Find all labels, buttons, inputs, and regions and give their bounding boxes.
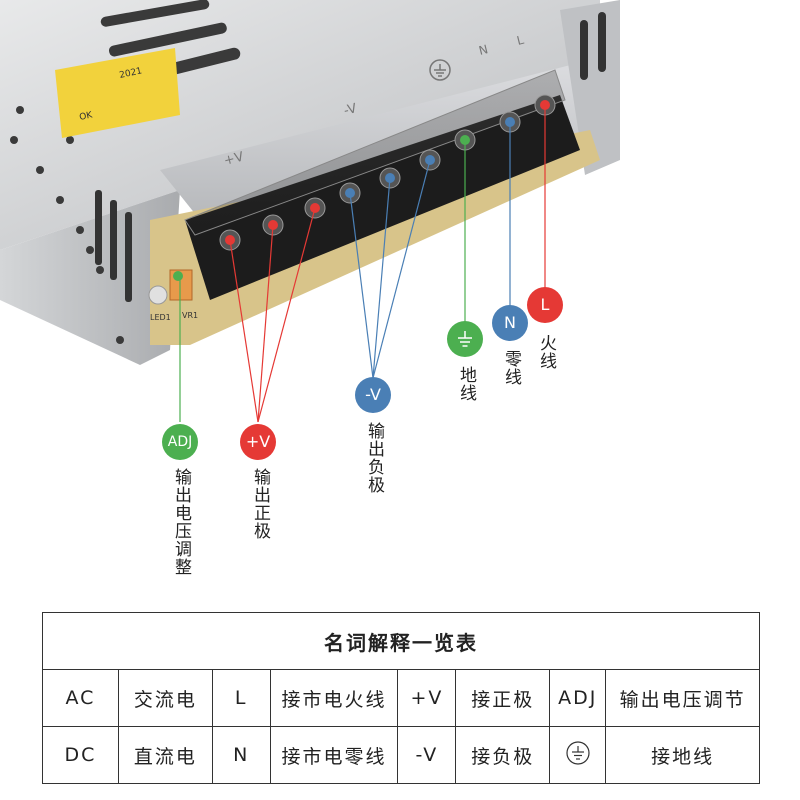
casing-label-n: N bbox=[477, 42, 489, 58]
ground-icon bbox=[458, 331, 472, 347]
table-cell: AC bbox=[42, 669, 119, 727]
table-row: AC 交流电 L 接市电火线 +V 接正极 ADJ 输出电压调节 bbox=[42, 669, 760, 727]
power-supply-illustration: 2021 OK +V -V N L LED1 VR1 bbox=[0, 0, 620, 423]
casing-label-plus-v: +V bbox=[222, 150, 245, 169]
glossary-table: 名词解释一览表 AC 交流电 L 接市电火线 +V 接正极 ADJ 输出电压调节… bbox=[42, 612, 760, 784]
table-cell: 接市电火线 bbox=[269, 669, 399, 727]
casing-ground-mark bbox=[429, 59, 451, 81]
table-title: 名词解释一览表 bbox=[42, 612, 760, 670]
sticker-ok: OK bbox=[79, 110, 95, 123]
label-minus-v: 输出负极 bbox=[364, 422, 384, 494]
table-row: DC 直流电 N 接市电零线 -V 接负极 接地线 bbox=[42, 726, 760, 784]
metal-casing: 2021 OK +V -V N L bbox=[0, 0, 620, 365]
ground-icon bbox=[566, 740, 590, 765]
table-cell: 接市电零线 bbox=[269, 726, 399, 784]
pcb-label-vr: VR1 bbox=[182, 311, 198, 320]
table-cell: DC bbox=[42, 726, 119, 784]
badge-adj: ADJ bbox=[162, 424, 198, 460]
table-cell: N bbox=[211, 726, 271, 784]
sticker-year: 2021 bbox=[119, 66, 143, 81]
casing-label-l: L bbox=[515, 33, 525, 48]
label-adj: 输出电压调整 bbox=[171, 468, 191, 576]
label-ground: 地线 bbox=[456, 366, 476, 402]
badge-ground bbox=[447, 321, 483, 357]
badge-l: L bbox=[527, 287, 563, 323]
label-live: 火线 bbox=[536, 334, 556, 370]
label-neutral: 零线 bbox=[501, 350, 521, 386]
table-cell: 接正极 bbox=[455, 669, 551, 727]
terminal-dots bbox=[173, 100, 550, 281]
callout-lines bbox=[179, 105, 546, 423]
table-cell: -V bbox=[397, 726, 457, 784]
casing-label-minus-v: -V bbox=[342, 101, 358, 119]
pcb-label-led: LED1 bbox=[150, 313, 171, 322]
power-supply-diagram: 2021 OK +V -V N L LED1 VR1 bbox=[0, 0, 620, 576]
table-cell: +V bbox=[397, 669, 457, 727]
table-cell: 输出电压调节 bbox=[605, 669, 760, 727]
table-cell-ground bbox=[549, 726, 607, 784]
table-cell: 接负极 bbox=[455, 726, 551, 784]
badge-n: N bbox=[492, 305, 528, 341]
badge-plus-v: +V bbox=[240, 424, 276, 460]
table-cell: 直流电 bbox=[117, 726, 213, 784]
table-cell: L bbox=[211, 669, 271, 727]
led-indicator bbox=[148, 285, 168, 305]
table-cell: ADJ bbox=[549, 669, 607, 727]
badge-minus-v: -V bbox=[355, 377, 391, 413]
label-plus-v: 输出正极 bbox=[250, 468, 270, 540]
table-cell: 接地线 bbox=[605, 726, 760, 784]
table-cell: 交流电 bbox=[117, 669, 213, 727]
table-title-row: 名词解释一览表 bbox=[42, 612, 760, 670]
